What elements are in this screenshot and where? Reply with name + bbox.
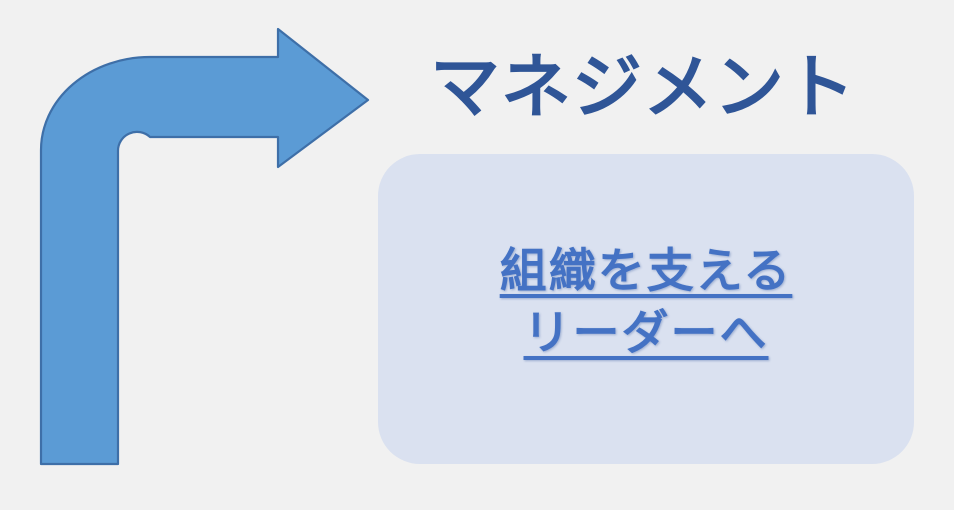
callout-line-2: リーダーへ <box>523 306 769 360</box>
page-title: マネジメント <box>430 48 856 126</box>
curved-right-arrow <box>0 0 400 500</box>
curved-right-arrow-path <box>39 27 370 466</box>
callout-line-1: 組織を支える <box>499 244 793 297</box>
callout-box: 組織を支える リーダーへ <box>378 154 914 464</box>
curved-right-arrow-svg <box>39 27 370 466</box>
callout-text-group: 組織を支える リーダーへ <box>378 240 914 364</box>
